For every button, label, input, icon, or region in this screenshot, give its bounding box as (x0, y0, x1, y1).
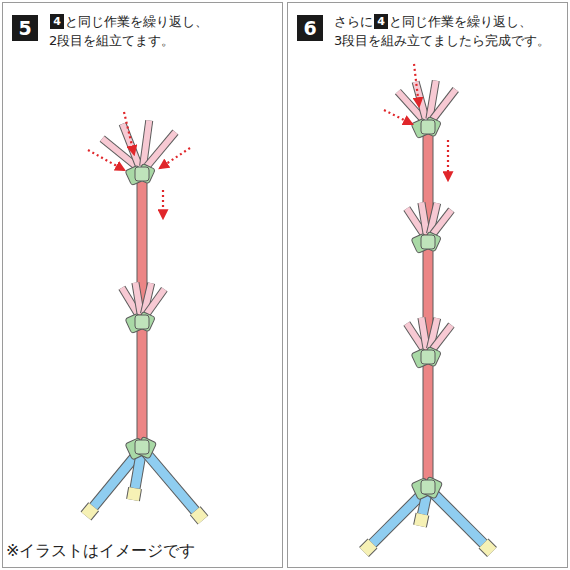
direction-arrow (447, 140, 449, 180)
joint-part (411, 116, 441, 138)
step-number: 6 (297, 15, 323, 41)
foot-cap (420, 514, 422, 526)
hanger-arm (123, 124, 139, 166)
step-reference: 4 (50, 14, 64, 29)
hanger-arm (421, 203, 426, 234)
direction-arrow (414, 64, 419, 106)
hanger-arm (135, 283, 140, 314)
hanger-arm (433, 325, 451, 349)
joint-part (411, 346, 441, 368)
instruction-line: さらに (334, 14, 373, 29)
hanger-arm (433, 90, 456, 119)
foot-cap (133, 488, 135, 500)
note-text: ※イラストはイメージです (6, 541, 195, 562)
foot-cap (484, 544, 492, 552)
step-panel: 54と同じ作業を繰り返し、 2段目を組立てます。 (2, 2, 283, 568)
step-reference: 4 (374, 14, 388, 29)
hanger-arm (421, 318, 426, 349)
joint-part (125, 163, 155, 185)
hanger-arm (433, 210, 451, 234)
foot-cap (86, 507, 94, 516)
direction-arrow (162, 190, 164, 218)
instruction-line: と同じ作業を繰り返し、 2段目を組立てます。 (49, 14, 208, 48)
instruction-text: 4と同じ作業を繰り返し、 2段目を組立てます。 (49, 13, 208, 51)
direction-arrow (160, 148, 190, 168)
instruction-text: さらに4と同じ作業を繰り返し、 3段目を組み立てましたら完成です。 (334, 13, 550, 51)
hanger-arm (416, 82, 426, 119)
joint-part (125, 436, 157, 460)
pole (428, 132, 429, 482)
hanger-arm (147, 289, 165, 314)
foot-cap (195, 511, 203, 520)
step-number: 5 (12, 15, 38, 41)
joint-part (125, 311, 155, 333)
direction-arrow (88, 150, 124, 170)
foot-cap (364, 544, 372, 552)
direction-arrow (124, 112, 134, 154)
step-panel: 6 さらに4と同じ作業を繰り返し、 3段目を組み立てましたら完成です。 (287, 2, 568, 568)
direction-arrow (384, 110, 412, 124)
joint-part (411, 476, 443, 500)
joint-part (411, 231, 441, 253)
hanger-arm (147, 132, 175, 166)
